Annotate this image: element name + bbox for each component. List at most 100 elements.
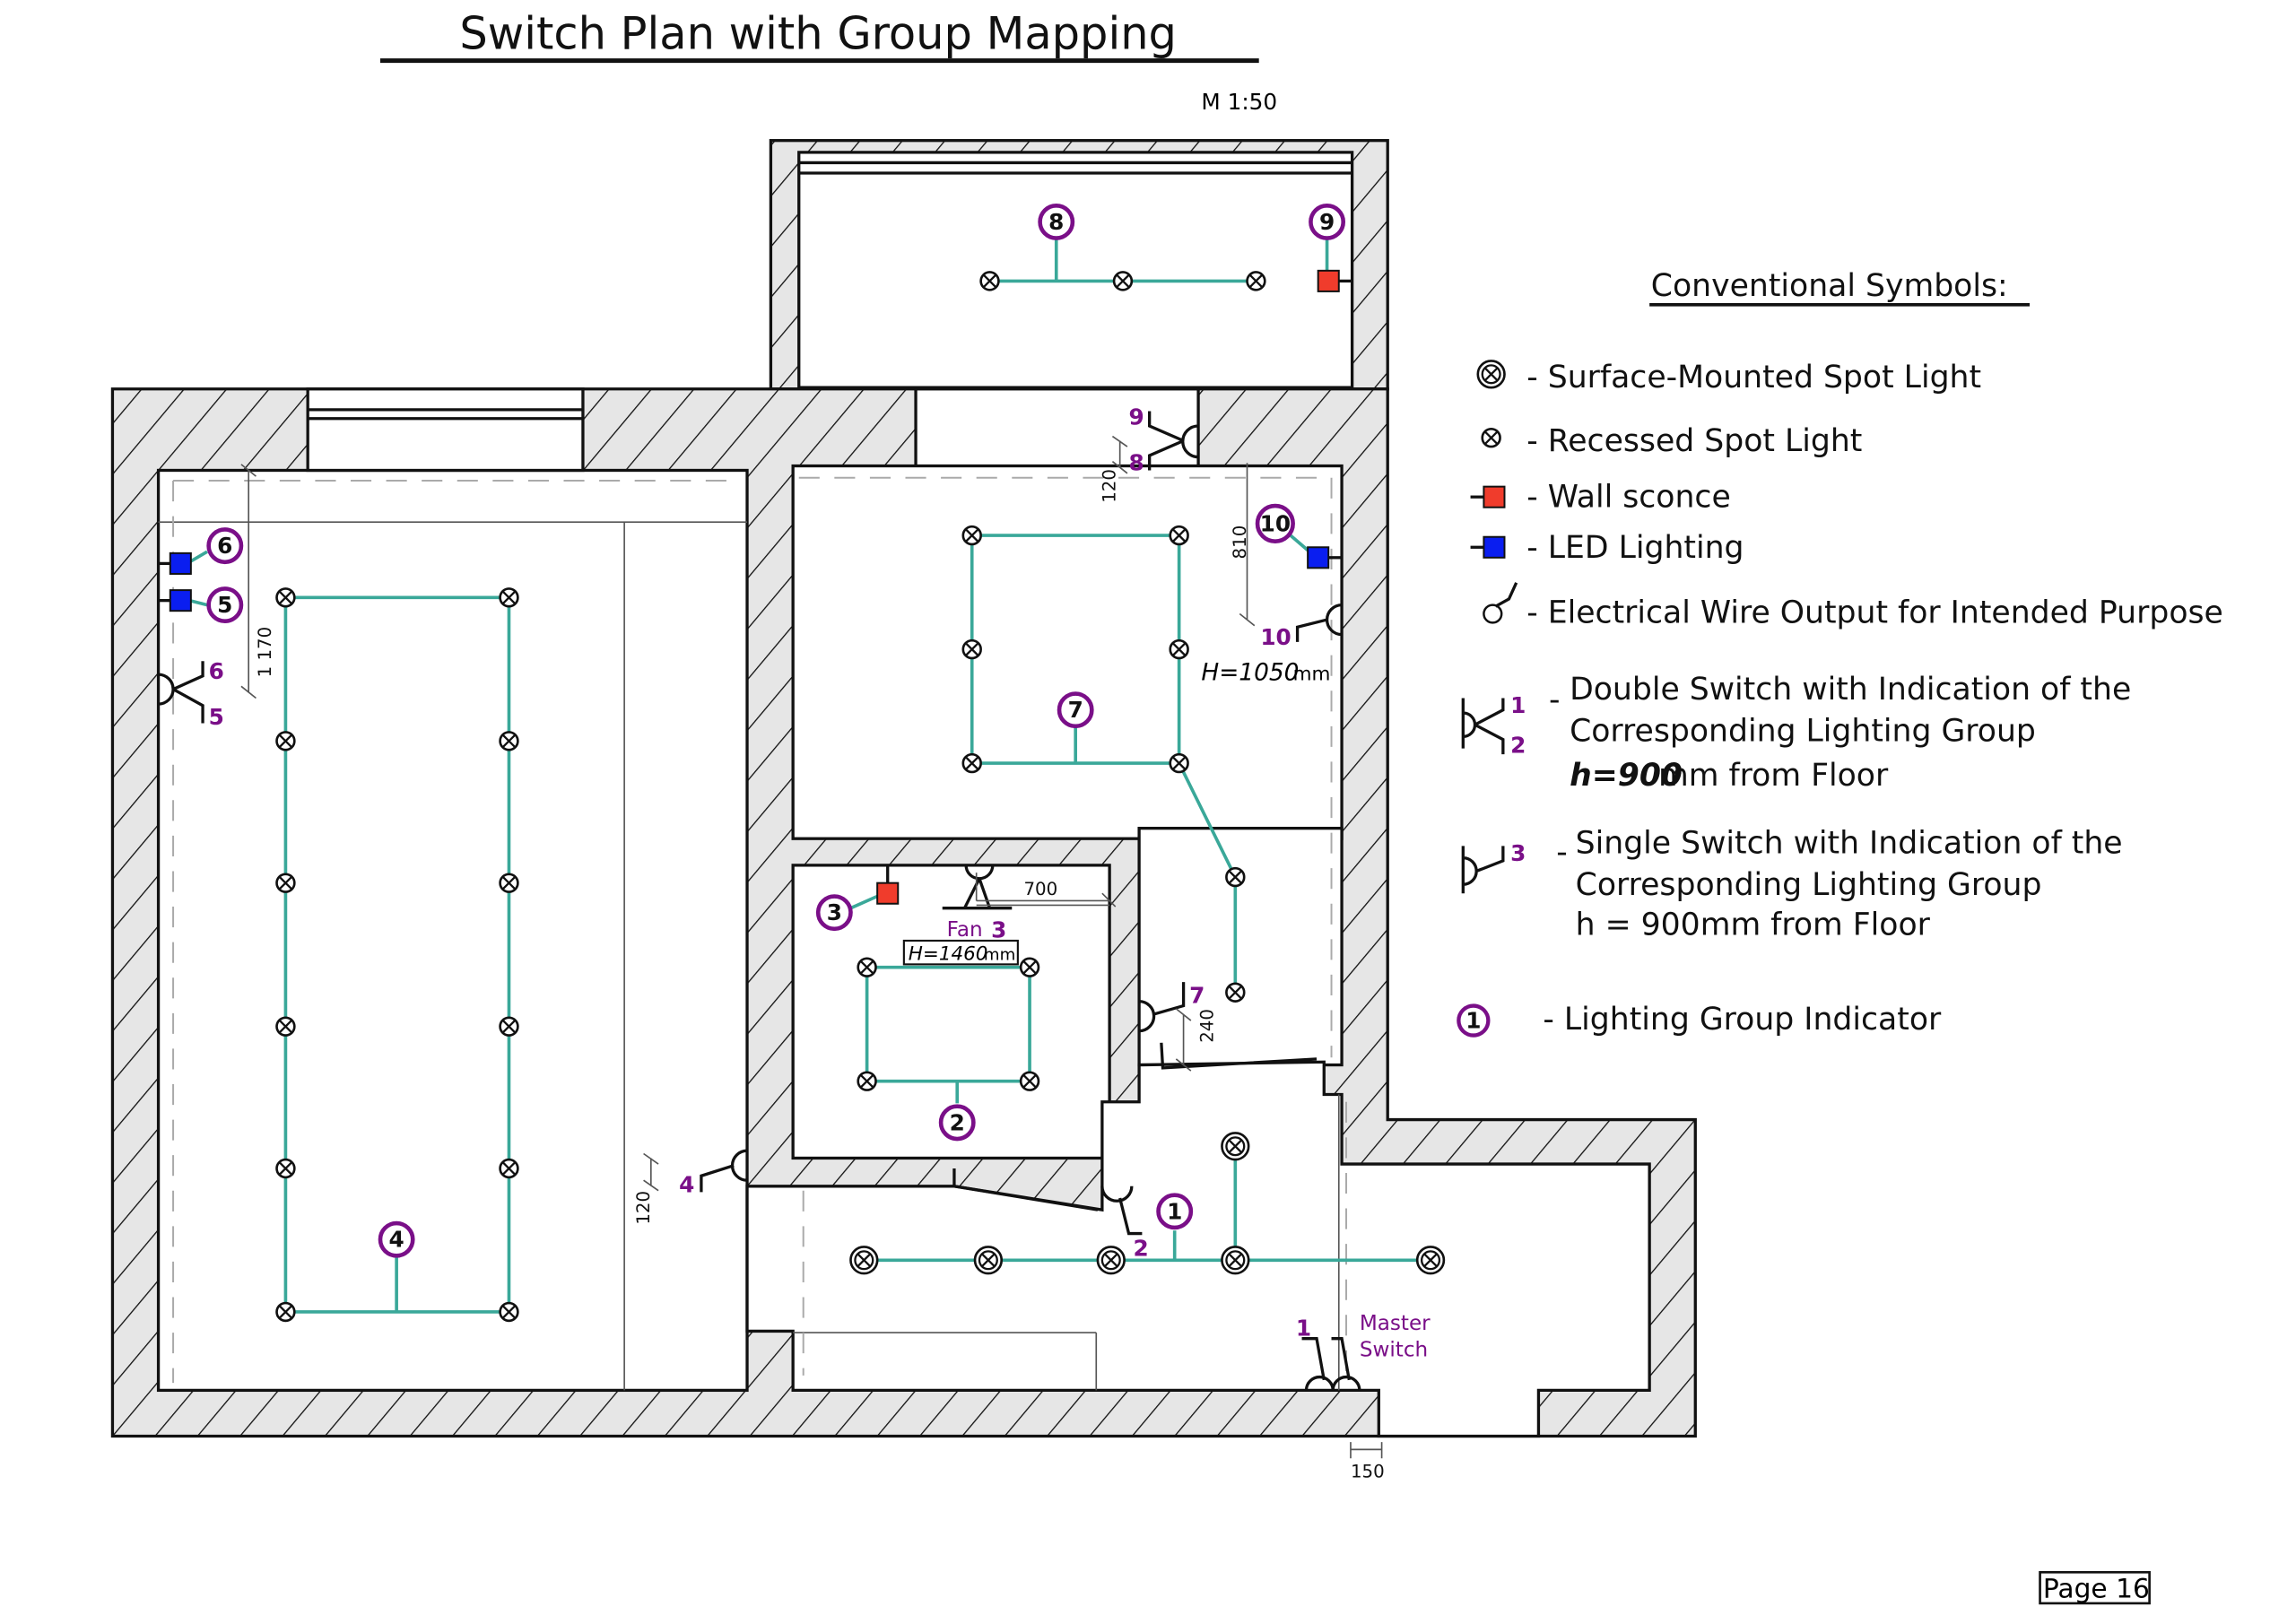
led-icon (1307, 546, 1343, 569)
height-1460: H=1460 (909, 942, 988, 965)
recessed-spot-icon (275, 1301, 296, 1323)
recessed-spot-icon (1225, 866, 1246, 888)
legend: Conventional Symbols: - Surface-Mounted … (1457, 268, 2223, 1038)
recessed-spot-icon (1169, 525, 1189, 546)
recessed-spot-icon (961, 752, 982, 774)
recessed-spot-icon (1112, 271, 1134, 291)
legend-single-switch-line: Corresponding Lighting Group (1576, 867, 2042, 903)
master-switch-icon (1301, 1337, 1361, 1391)
recessed-spot-icon (275, 1158, 296, 1179)
wire-output-icon (1483, 582, 1518, 624)
surface-spot-icon (1415, 1246, 1446, 1275)
fan-group-number: 3 (991, 917, 1006, 943)
svg-text:1: 1 (1167, 1198, 1182, 1224)
wire-output-icon (942, 864, 1013, 910)
legend-group-indicator-label: - Lighting Group Indicator (1543, 1002, 1942, 1038)
single-switch-icon (700, 1149, 748, 1193)
group-indicator-icon: 1 (1457, 1003, 1491, 1038)
legend-switch-num: 1 (1510, 692, 1526, 718)
legend-single-switch-line: h = 900mm from Floor (1576, 907, 1931, 942)
recessed-spot-icon (1169, 638, 1189, 660)
recessed-spot-icon (275, 587, 296, 608)
svg-text:3: 3 (827, 899, 842, 925)
recessed-spot-icon (499, 1301, 519, 1323)
legend-item-label: - Recessed Spot Light (1526, 423, 1862, 459)
height-unit: mm (1293, 664, 1331, 686)
legend-double-switch-line: Corresponding Lighting Group (1570, 713, 2036, 749)
led-icon (158, 589, 192, 612)
svg-text:8: 8 (1048, 209, 1064, 235)
dimension-700: 700 (1023, 879, 1057, 899)
recessed-spot-icon (857, 1071, 877, 1091)
group-indicator-3: 3 (815, 894, 853, 932)
legend-switch-num: 2 (1510, 733, 1526, 759)
group-indicator-10: 10 (1255, 503, 1295, 543)
room-balcony (797, 151, 1354, 389)
fan-label: Fan (947, 918, 983, 942)
scale-label: M 1:50 (1201, 89, 1277, 115)
recessed-spot-icon (499, 873, 519, 893)
recessed-spot-icon (499, 1016, 519, 1037)
room-left (156, 468, 749, 1393)
surface-spot-icon (849, 1246, 879, 1275)
double-switch-icon (158, 661, 204, 724)
surface-spot-icon (1096, 1246, 1126, 1275)
legend-single-switch-line: Single Switch with Indication of the (1576, 826, 2123, 862)
recessed-spot-icon (1225, 982, 1246, 1003)
recessed-spot-icon (275, 731, 296, 751)
legend-double-switch-height: mm from Floor (1658, 758, 1889, 794)
legend-double-switch-line: Double Switch with Indication of the (1570, 672, 2131, 708)
group-indicator-8: 8 (1038, 203, 1075, 240)
switch-label-4: 4 (679, 1171, 694, 1197)
svg-text:1: 1 (1465, 1008, 1481, 1034)
room-hallway (745, 1060, 1651, 1438)
switch-label-2: 2 (1134, 1235, 1149, 1261)
page-title: Switch Plan with Group Mapping (459, 7, 1177, 59)
legend-heading: Conventional Symbols: (1651, 268, 2008, 304)
switch-label-1: 1 (1296, 1315, 1311, 1341)
recessed-spot-icon (1246, 271, 1266, 291)
recessed-spot-icon (1481, 427, 1501, 448)
recessed-spot-icon (499, 587, 519, 608)
recessed-spot-icon (979, 271, 1000, 291)
dimension-150: 150 (1351, 1462, 1385, 1482)
led-icon (158, 551, 192, 575)
group-indicator-7: 7 (1057, 691, 1094, 729)
group-indicator-2: 2 (938, 1104, 976, 1142)
master-switch-label: Master (1360, 1312, 1431, 1335)
master-switch-label: Switch (1360, 1338, 1428, 1361)
svg-text:-: - (1549, 682, 1561, 718)
svg-text:6: 6 (217, 533, 232, 559)
switch-label-8: 8 (1129, 449, 1144, 475)
dimension-810: 810 (1230, 525, 1250, 560)
switches: 6 5 9 8 10 7 4 2 1 Master Switch Fan 3 (158, 404, 1431, 1391)
recessed-spot-icon (499, 731, 519, 751)
height-unit: mm (984, 945, 1015, 964)
dimension-120: 120 (1100, 469, 1120, 503)
switch-label-9: 9 (1129, 404, 1144, 430)
double-switch-icon (1148, 411, 1199, 471)
dimensions: 1 170 120 810 H=1050 mm 700 H=1460 mm 24… (240, 435, 1385, 1482)
page-number-box (2039, 1570, 2151, 1605)
surface-spot-icon (973, 1246, 1004, 1275)
group-indicator-1: 1 (1156, 1193, 1194, 1230)
wall-sconce-icon (1470, 485, 1506, 508)
group-indicator-9: 9 (1309, 203, 1346, 240)
switch-label-5: 5 (209, 704, 224, 730)
legend-double-switch-height: h=900 (1570, 758, 1683, 794)
group-indicator-4: 4 (378, 1220, 415, 1258)
switch-label-7: 7 (1189, 982, 1205, 1008)
switch-label-10: 10 (1260, 624, 1291, 650)
dimension-1170: 1 170 (255, 627, 275, 678)
single-switch-icon (1461, 846, 1505, 894)
double-switch-icon (1461, 698, 1505, 755)
recessed-spot-icon (1019, 1071, 1040, 1091)
led-icon (1470, 535, 1506, 559)
surface-spot-icon (1476, 360, 1506, 389)
recessed-spot-icon (1019, 957, 1040, 977)
switch-label-6: 6 (209, 658, 224, 684)
wall-sconce-icon (1317, 269, 1352, 292)
svg-text:10: 10 (1260, 510, 1291, 536)
